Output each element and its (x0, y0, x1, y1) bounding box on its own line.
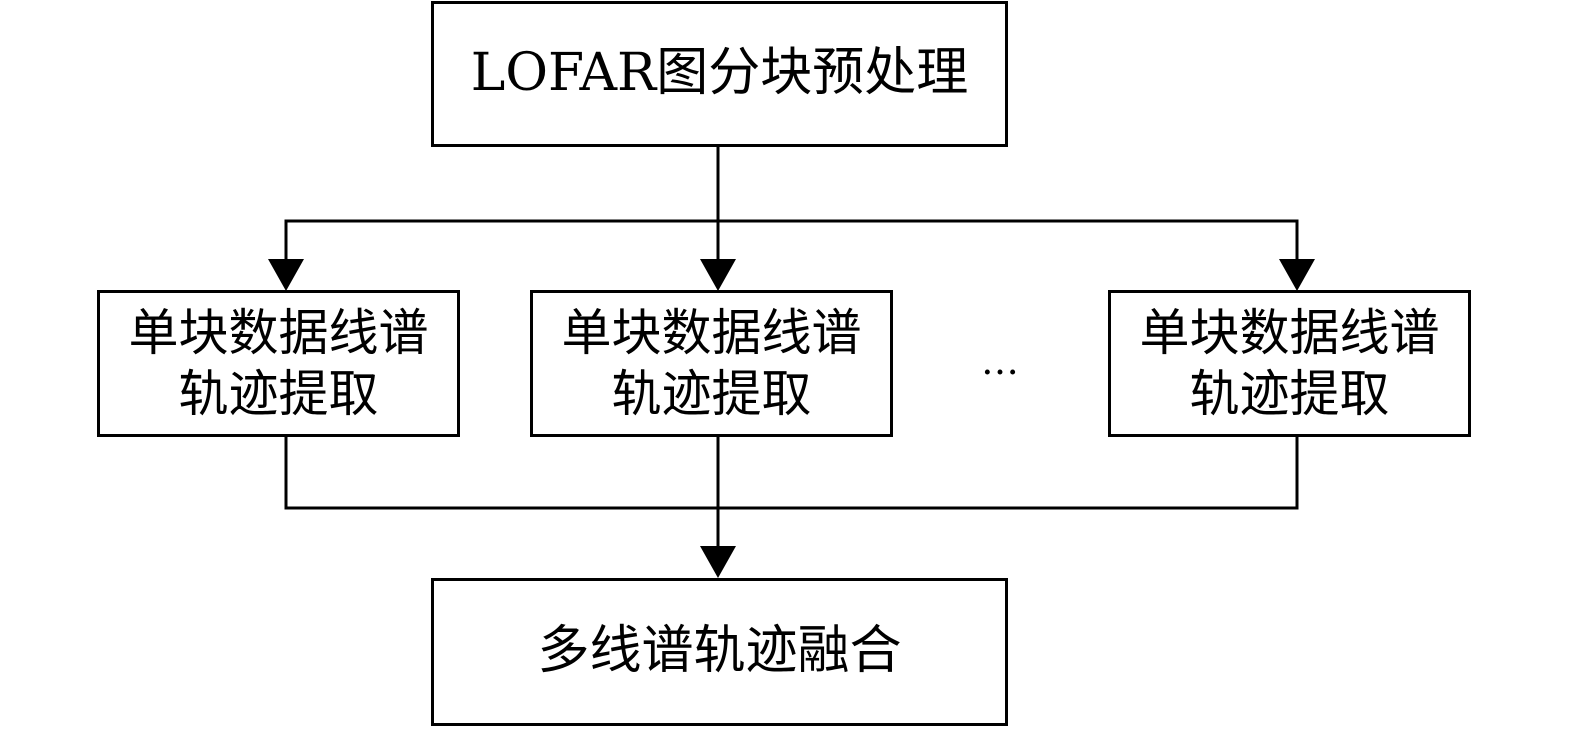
extraction-label-line1: 单块数据线谱 (561, 303, 862, 362)
arrowhead-3 (1279, 259, 1315, 291)
arrowhead-4 (700, 546, 736, 578)
preprocess-box: LOFAR图分块预处理 (431, 1, 1008, 147)
fusion-label: 多线谱轨迹融合 (537, 621, 902, 682)
extraction-box-1: 单块数据线谱 轨迹提取 (97, 290, 460, 437)
arrowhead-1 (268, 259, 304, 291)
preprocess-label: LOFAR图分块预处理 (470, 43, 969, 104)
extraction-label-line1: 单块数据线谱 (128, 303, 429, 362)
arrowhead-2 (700, 259, 736, 291)
extraction-label-line2: 轨迹提取 (178, 364, 379, 423)
extraction-box-3: 单块数据线谱 轨迹提取 (1108, 290, 1471, 437)
ellipsis-text: … (981, 339, 1019, 383)
extraction-label-line1: 单块数据线谱 (1139, 303, 1440, 362)
fusion-box: 多线谱轨迹融合 (431, 578, 1008, 726)
extraction-label-line2: 轨迹提取 (611, 364, 812, 423)
extraction-label-line2: 轨迹提取 (1189, 364, 1390, 423)
extraction-box-2: 单块数据线谱 轨迹提取 (530, 290, 893, 437)
